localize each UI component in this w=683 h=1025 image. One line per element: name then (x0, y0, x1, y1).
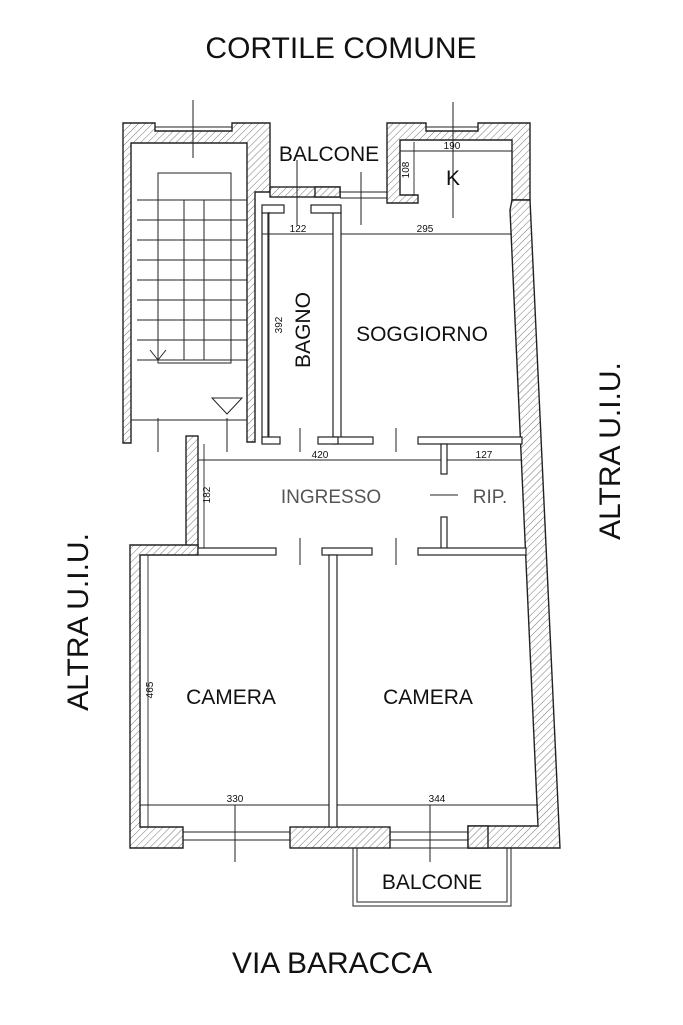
windows (155, 102, 478, 862)
dim-soggiorno-width: 295 (417, 224, 434, 235)
label-ingresso: INGRESSO (281, 487, 381, 508)
dim-camera-left-width: 330 (227, 794, 244, 805)
dim-bagno-width: 122 (290, 224, 307, 235)
label-street-bottom: VIA BARACCA (232, 947, 432, 980)
dim-kitchen-depth: 108 (401, 161, 412, 178)
label-street-top: CORTILE COMUNE (205, 32, 476, 65)
label-neighbor-left: ALTRA U.I.U. (62, 533, 95, 711)
label-balcone-top: BALCONE (279, 143, 379, 166)
dim-ingresso-depth: 182 (202, 486, 213, 503)
dim-kitchen-width: 190 (444, 141, 461, 152)
staircase (131, 100, 247, 452)
label-kitchen: K (446, 167, 460, 190)
outer-walls (122, 122, 561, 849)
dimension-lines (140, 142, 538, 827)
label-rip: RIP. (473, 487, 508, 508)
dim-camera-right-width: 344 (429, 794, 446, 805)
dim-camera-left-length: 465 (145, 681, 156, 698)
bottom-balcony (352, 847, 512, 907)
label-bagno: BAGNO (292, 292, 315, 368)
interior-walls (197, 204, 527, 828)
label-balcone-bottom: BALCONE (382, 871, 482, 894)
dim-ingresso-width: 420 (312, 450, 329, 461)
dim-rip-width: 127 (476, 450, 493, 461)
label-soggiorno: SOGGIORNO (356, 323, 488, 346)
label-neighbor-right: ALTRA U.I.U. (594, 362, 627, 540)
label-camera-right: CAMERA (383, 686, 473, 709)
label-camera-left: CAMERA (186, 686, 276, 709)
dim-bagno-length: 392 (274, 316, 285, 333)
